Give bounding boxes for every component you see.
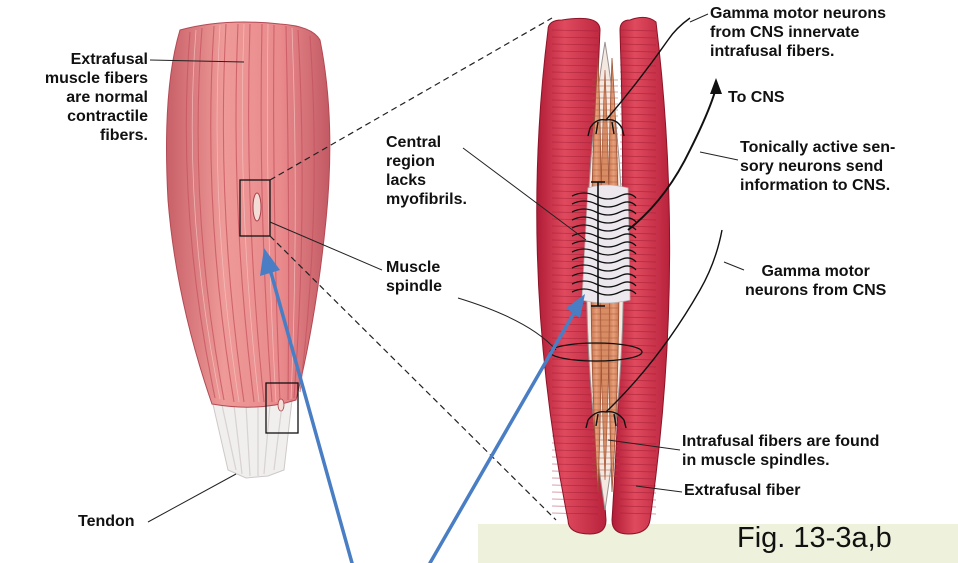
label-intrafusal-fibers: Intrafusal fibers are found in muscle sp… xyxy=(682,432,879,470)
label-extrafusal-muscle-fibers: Extrafusal muscle fibers are normal cont… xyxy=(45,50,148,145)
figure-caption: Fig. 13-3a,b xyxy=(737,522,892,555)
muscle-spindle-in-belly xyxy=(253,193,261,221)
label-tonically-active: Tonically active sen- sory neurons send … xyxy=(740,138,895,195)
label-central-region: Central region lacks myofibrils. xyxy=(386,133,467,209)
label-muscle-spindle: Muscle spindle xyxy=(386,258,442,296)
to-cns-arrowhead xyxy=(710,78,722,94)
label-extrafusal-fiber: Extrafusal fiber xyxy=(684,481,800,500)
label-gamma-motor-from-cns: Gamma motor neurons from CNS xyxy=(745,262,886,300)
label-gamma-motor-innervate: Gamma motor neurons from CNS innervate i… xyxy=(710,4,886,61)
label-tendon: Tendon xyxy=(78,512,135,531)
whole-muscle xyxy=(167,22,330,478)
label-to-cns: To CNS xyxy=(728,88,785,107)
